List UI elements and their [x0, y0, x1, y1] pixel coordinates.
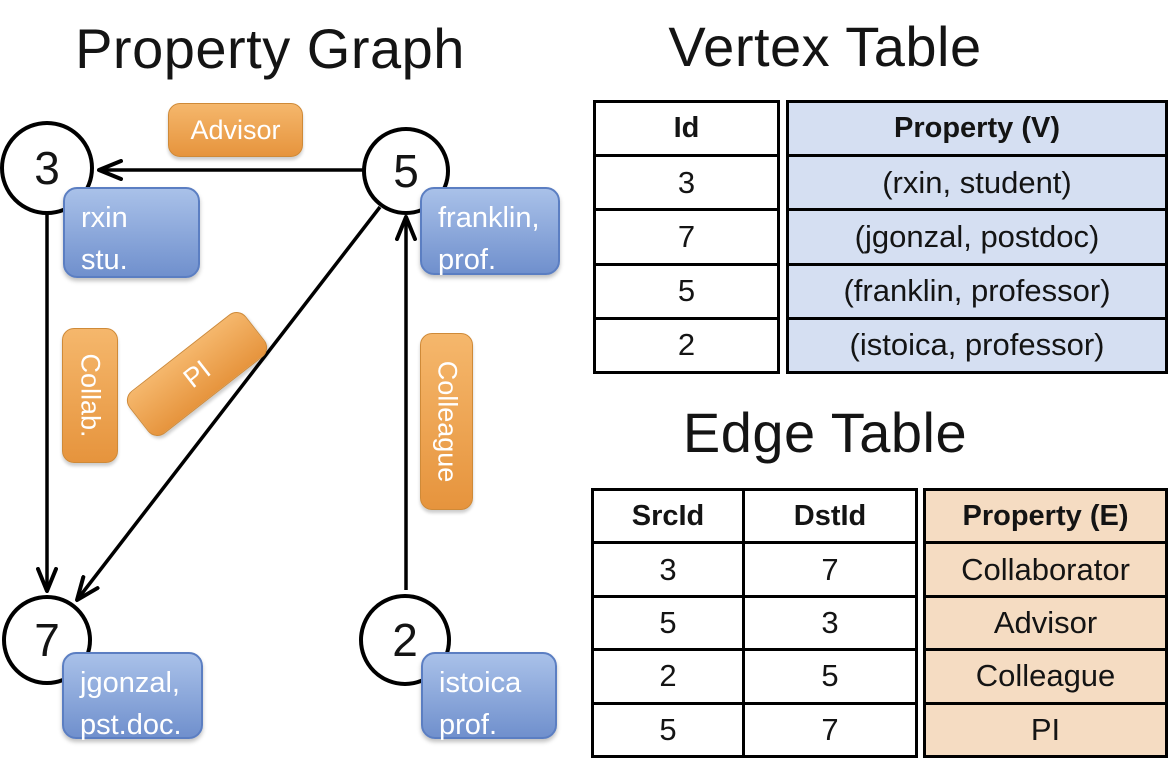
- vertex-table-id-header: Id: [673, 112, 700, 145]
- edge-table-row: 2 5: [594, 648, 915, 702]
- vertex-table-property-column: Property (V) (rxin, student) (jgonzal, p…: [786, 100, 1168, 374]
- edge-label-advisor: Advisor: [168, 103, 303, 157]
- edge-property-cell: Collaborator: [926, 541, 1165, 594]
- edge-label-colleague: Colleague: [420, 333, 473, 510]
- edge-table-dstid-header: DstId: [793, 499, 867, 532]
- vertex-node-3: 3: [0, 121, 94, 215]
- edge-srcid-cell: 3: [594, 544, 745, 595]
- edge-label-colleague-text: Colleague: [432, 360, 462, 483]
- edge-table-header-row: SrcId DstId: [594, 491, 915, 542]
- vertex-id-cell: 7: [596, 208, 777, 262]
- edge-label-advisor-text: Advisor: [190, 114, 281, 145]
- vertex-id-cell: 3: [596, 154, 777, 208]
- edge-table-row: 5 3: [594, 594, 915, 649]
- edge-label-pi-text: PI: [177, 353, 216, 394]
- vertex-table-property-header: Property (V): [894, 112, 1060, 145]
- edge-dstid-cell: 7: [821, 711, 839, 747]
- vertex-property-cell: (istoica, professor): [789, 316, 1165, 371]
- vertex-property-cell: (jgonzal, postdoc): [789, 208, 1165, 262]
- vertex-property-cell: (rxin, student): [789, 154, 1165, 208]
- edge-property-cell: Advisor: [926, 594, 1165, 648]
- vertex-table-id-column: Id 3 7 5 2: [593, 100, 780, 374]
- edge-table-row: 3 7: [594, 541, 915, 595]
- edge-property-cell: PI: [926, 701, 1165, 755]
- vertex-property-label-rxin: rxin stu.: [63, 187, 200, 278]
- vertex-property-cell: (franklin, professor): [789, 262, 1165, 317]
- edge-table-title: Edge Table: [682, 401, 968, 464]
- edge-table-property-column: Property (E) Collaborator Advisor Collea…: [923, 488, 1168, 758]
- edge-label-collab-text: Collab.: [75, 353, 106, 438]
- vertex-property-label-istoica: istoica prof.: [421, 652, 557, 741]
- vertex-table-title: Vertex Table: [668, 15, 982, 78]
- edge-srcid-cell: 2: [594, 651, 745, 702]
- edge-property-cell: Colleague: [926, 648, 1165, 701]
- edge-dstid-cell: 3: [821, 605, 839, 641]
- vertex-id-cell: 5: [596, 262, 777, 317]
- edge-table-row: 5 7: [594, 701, 915, 756]
- edge-table-property-header: Property (E): [962, 499, 1129, 532]
- edge-table-src-dst-columns: SrcId DstId 3 7 5 3 2 5 5 7: [591, 488, 918, 758]
- edge-pi-arrow: [75, 205, 382, 602]
- edge-table-srcid-header: SrcId: [594, 491, 745, 542]
- edge-dstid-cell: 5: [821, 658, 839, 694]
- edge-label-collab: Collab.: [62, 328, 118, 463]
- edge-srcid-cell: 5: [594, 597, 745, 649]
- edge-dstid-cell: 7: [821, 551, 839, 587]
- property-graph-title: Property Graph: [75, 17, 465, 80]
- vertex-id-cell: 2: [596, 316, 777, 371]
- vertex-property-label-jgonzal: jgonzal, pst.doc.: [62, 652, 203, 741]
- edge-srcid-cell: 5: [594, 704, 745, 756]
- vertex-property-label-franklin: franklin, prof.: [420, 187, 560, 276]
